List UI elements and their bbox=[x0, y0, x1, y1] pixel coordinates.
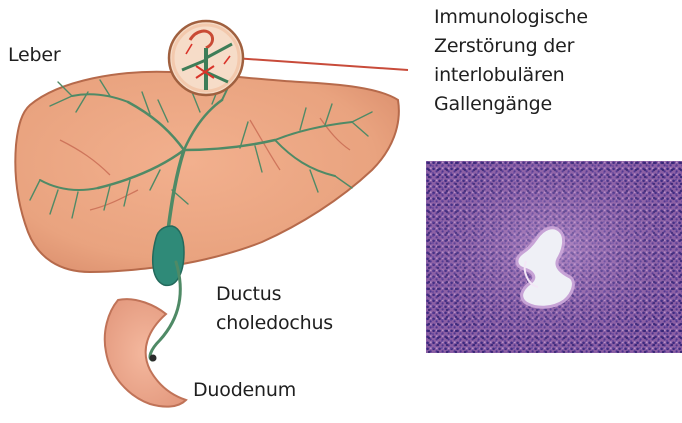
histology-caption-line: interlobulären bbox=[434, 61, 588, 90]
liver-label: Leber bbox=[8, 41, 61, 70]
ductus-label-line: choledochus bbox=[216, 309, 333, 338]
magnified-bile-duct-icon bbox=[169, 21, 243, 95]
histology-caption-line: Zerstörung der bbox=[434, 32, 588, 61]
ductus-label-line: Ductus bbox=[216, 280, 333, 309]
histology-caption-line: Immunologische bbox=[434, 3, 588, 32]
histology-caption: Immunologische Zerstörung der interlobul… bbox=[434, 3, 588, 119]
histology-micrograph bbox=[426, 161, 682, 353]
ductus-choledochus-label: Ductus choledochus bbox=[216, 280, 333, 338]
liver-shape bbox=[15, 72, 399, 272]
pointer-line-icon bbox=[234, 58, 408, 70]
duodenum bbox=[105, 299, 186, 407]
papilla-marker bbox=[150, 355, 157, 362]
histology-caption-line: Gallengänge bbox=[434, 90, 588, 119]
duodenum-label: Duodenum bbox=[193, 376, 296, 405]
